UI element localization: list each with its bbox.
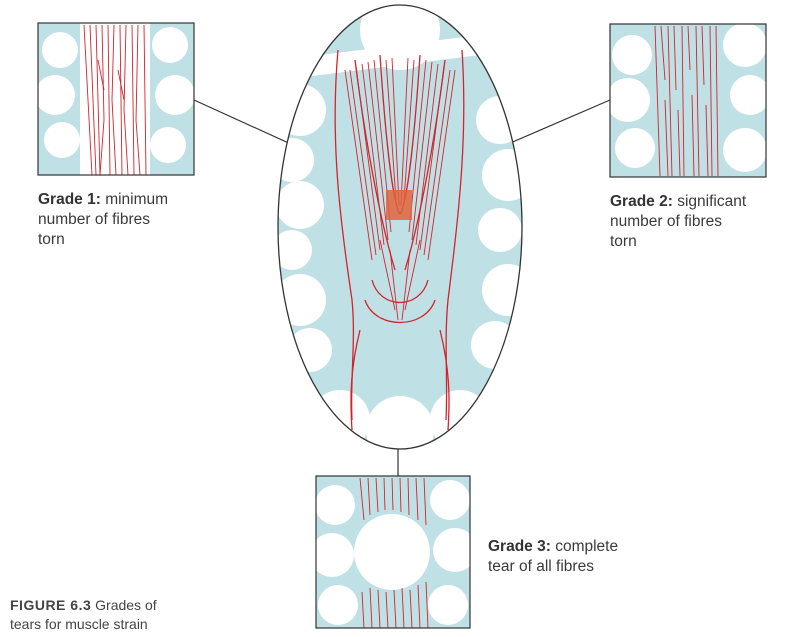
figure-caption: FIGURE 6.3 Grades of tears for muscle st… (10, 596, 157, 634)
grade-1-desc-line3: torn (38, 231, 65, 248)
grade-3-desc-line2: tear of all fibres (488, 558, 594, 575)
grade-1-title: Grade 1: (38, 191, 101, 208)
grade-1-desc-line1: minimum (105, 191, 168, 208)
grade-3-desc-line1: complete (555, 538, 618, 555)
grade-2-desc-line3: torn (610, 233, 637, 250)
grade-1-desc-line2: number of fibres (38, 211, 150, 228)
grade-2-desc-line2: number of fibres (610, 213, 722, 230)
tear-site (386, 190, 412, 220)
grade-2-label: Grade 2: significant number of fibres to… (610, 192, 790, 252)
grade-2-desc-line1: significant (677, 193, 746, 210)
caption-line2: tears for muscle strain (10, 616, 148, 632)
grade-3-panel (310, 476, 477, 628)
grade-3-title: Grade 3: (488, 538, 551, 555)
grade-3-label: Grade 3: complete tear of all fibres (488, 537, 688, 577)
knee-ellipse (270, 0, 534, 464)
grade-2-title: Grade 2: (610, 193, 673, 210)
grade-1-panel (35, 23, 195, 175)
figure-number: FIGURE 6.3 (10, 597, 91, 613)
grade-1-label: Grade 1: minimum number of fibres torn (38, 190, 248, 250)
grade-2-panel (606, 23, 770, 177)
caption-line1: Grades of (95, 597, 156, 613)
